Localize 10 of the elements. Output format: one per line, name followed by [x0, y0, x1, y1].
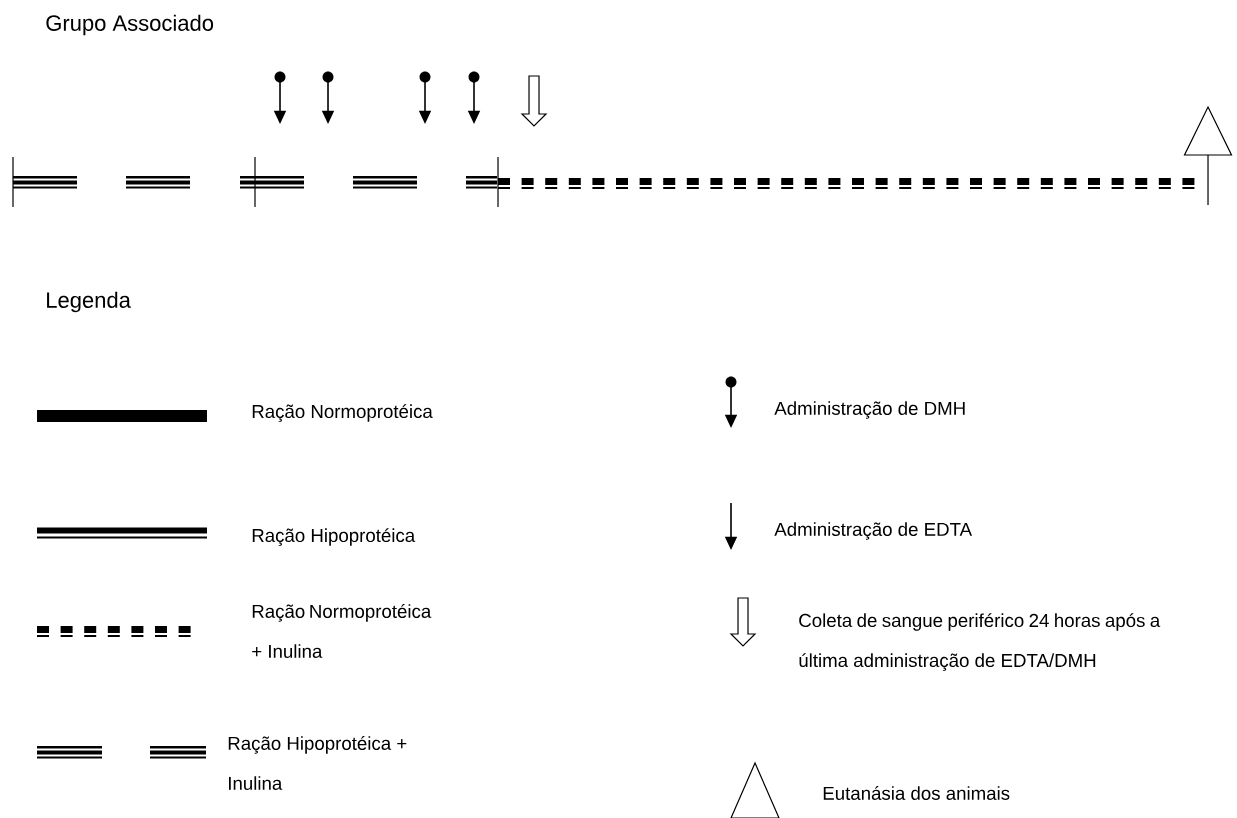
legend-text: Ração Hipoprotéica + Inulina: [228, 736, 407, 790]
legend-text: Administração de EDTA: [774, 522, 973, 540]
legend-text: Eutanásia dos animais: [823, 786, 1010, 800]
legend-text: Ração Hipoprotéica: [252, 528, 416, 546]
heading: Legenda: [47, 291, 131, 313]
legend-text: Administração de DMH: [774, 401, 965, 419]
legend-text: Ração Normoprotéica + Inulina: [252, 604, 432, 658]
title: Grupo Associado: [46, 14, 214, 36]
legend-text: Ração Normoprotéica: [252, 404, 433, 422]
legend-text: Coleta de sangue periférico 24 horas após a última administração de EDTA/DMH: [799, 613, 1161, 671]
